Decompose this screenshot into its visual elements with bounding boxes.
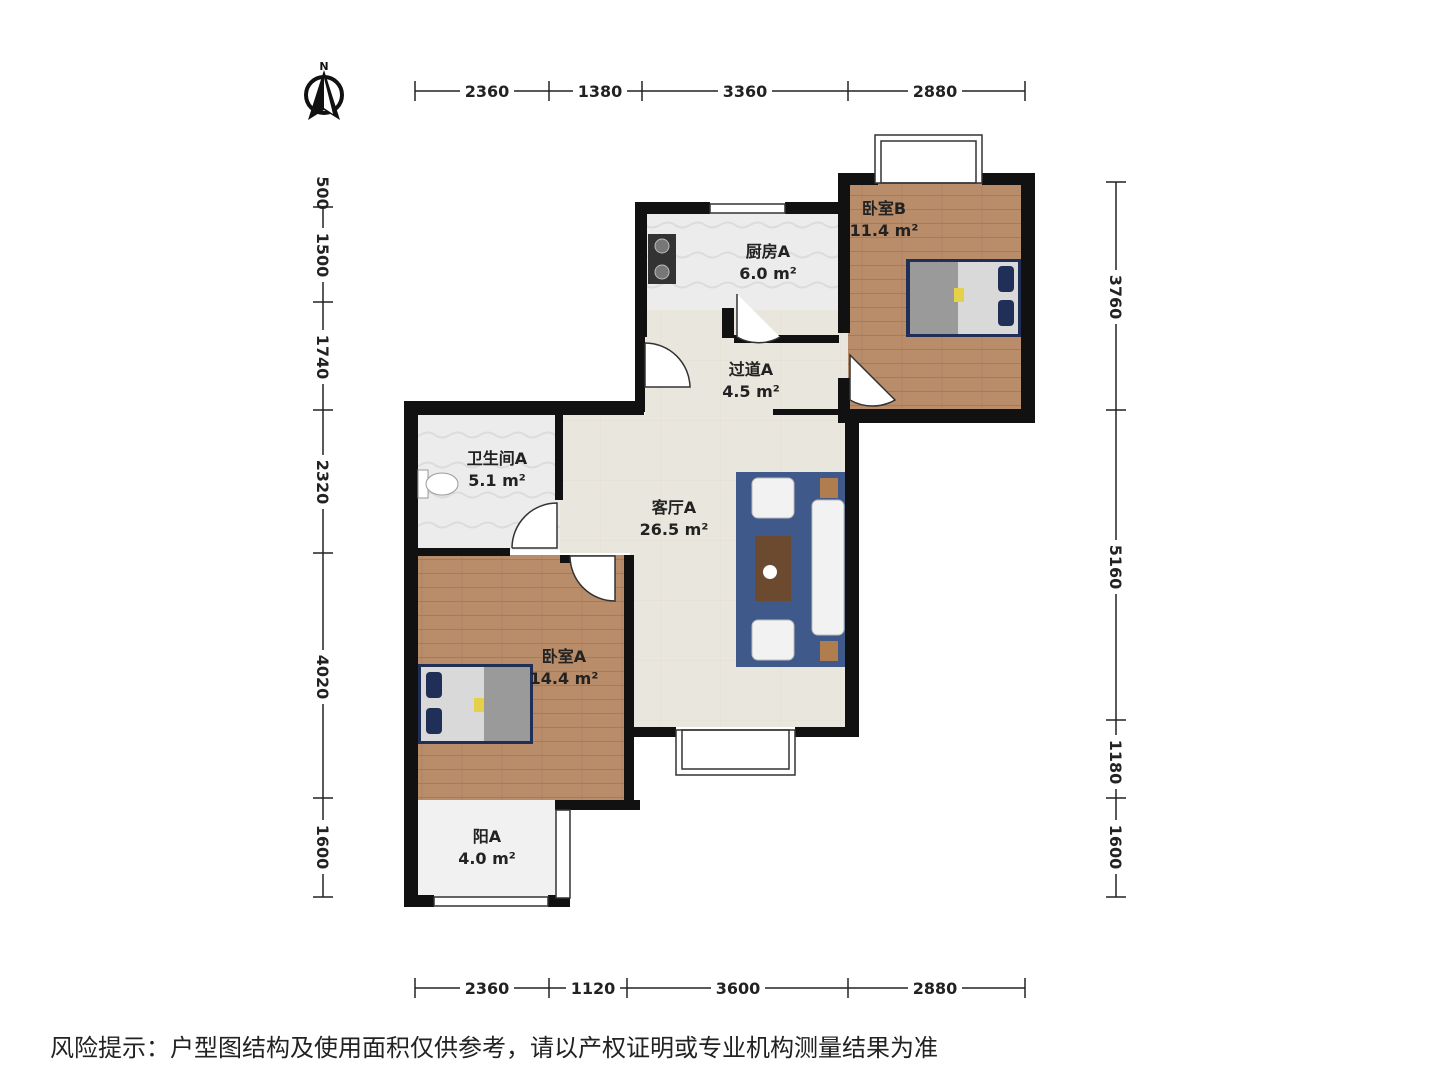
room-area-bedroom-a: 14.4 m² <box>530 669 599 688</box>
dim-bottom-1: 2360 <box>465 979 510 998</box>
toilet-icon <box>417 469 459 499</box>
room-area-balcony: 4.0 m² <box>458 849 516 868</box>
bed-b-icon <box>906 259 1021 337</box>
dim-bottom-2: 1120 <box>571 979 616 998</box>
dim-bottom-3: 3600 <box>716 979 761 998</box>
dim-top-4: 2880 <box>913 82 958 101</box>
room-area-kitchen: 6.0 m² <box>739 264 797 283</box>
room-name-kitchen: 厨房A <box>746 242 791 261</box>
doors <box>511 294 897 602</box>
top-dimension-line: 2360 1380 3360 2880 <box>414 80 1026 102</box>
dim-right-1: 3760 <box>1106 275 1125 320</box>
room-name-living: 客厅A <box>652 498 697 517</box>
dim-bottom-4: 2880 <box>913 979 958 998</box>
dim-left-5: 4020 <box>313 655 332 700</box>
dim-right-2: 5160 <box>1106 545 1125 590</box>
risk-disclaimer: 风险提示：户型图结构及使用面积仅供参考，请以产权证明或专业机构测量结果为准 <box>50 1034 938 1062</box>
dim-left-2: 1500 <box>313 233 332 278</box>
room-area-corridor: 4.5 m² <box>722 382 780 401</box>
walls <box>404 173 1035 907</box>
north-compass-icon: N <box>304 60 344 120</box>
stove-icon <box>648 234 676 284</box>
left-dimension-line: 500 1500 1740 2320 4020 1600 <box>313 176 333 898</box>
room-name-bathroom: 卫生间A <box>467 449 528 468</box>
room-area-bathroom: 5.1 m² <box>468 471 526 490</box>
bottom-dimension-line: 2360 1120 3600 2880 <box>414 977 1026 999</box>
dim-left-4: 2320 <box>313 460 332 505</box>
right-dimension-line: 3760 5160 1180 1600 <box>1106 181 1126 898</box>
dim-left-6: 1600 <box>313 825 332 870</box>
dim-top-3: 3360 <box>723 82 768 101</box>
compass-label: N <box>319 60 328 73</box>
bed-a-icon <box>418 664 533 744</box>
room-name-bedroom-a: 卧室A <box>542 647 587 666</box>
dim-left-1: 500 <box>313 176 332 209</box>
room-name-balcony: 阳A <box>473 827 502 846</box>
room-area-living: 26.5 m² <box>640 520 709 539</box>
living-furniture-icon <box>736 472 845 667</box>
room-name-corridor: 过道A <box>729 360 774 379</box>
room-name-bedroom-b: 卧室B <box>862 199 906 218</box>
room-area-bedroom-b: 11.4 m² <box>850 221 919 240</box>
dim-right-3: 1180 <box>1106 740 1125 785</box>
balcony-floor <box>415 800 560 897</box>
dim-top-2: 1380 <box>578 82 623 101</box>
dim-right-4: 1600 <box>1106 825 1125 870</box>
windows <box>433 134 983 907</box>
dim-left-3: 1740 <box>313 335 332 380</box>
dim-top-1: 2360 <box>465 82 510 101</box>
